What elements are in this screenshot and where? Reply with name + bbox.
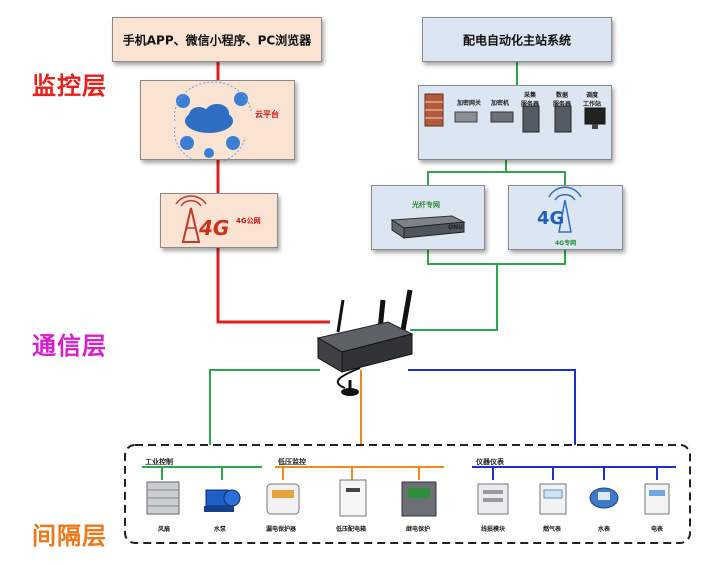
green-link-line [209, 369, 320, 445]
master-equipment-icons [424, 93, 606, 133]
master-item-label: 加密机 [491, 100, 510, 107]
gas-meter-icon [539, 483, 567, 515]
cloud-platform-label: 云平台 [255, 110, 279, 119]
collection-server-icon [522, 105, 540, 133]
device-label: 线损模块 [481, 526, 506, 533]
master-equipment-box: 加密网关 加密机 采集 服务器 数据 服务器 调度 工作站 [418, 85, 612, 160]
master-item-label: 采集 服务器 [521, 92, 540, 108]
encryption-gateway-icon [454, 111, 478, 123]
private-4g-signal-icon [548, 186, 582, 233]
onu-label: ONU [448, 224, 463, 231]
pump-icon [204, 489, 241, 512]
blue-link-line [408, 369, 576, 445]
data-server-icon [554, 105, 572, 133]
fiber-network-label: 光纤专网 [412, 201, 440, 209]
water-meter-icon [589, 487, 619, 509]
distribution-box-icon [339, 479, 367, 517]
master-system-label: 配电自动化主站系统 [462, 33, 571, 47]
cloud-network-icon [174, 81, 252, 161]
fan-icon [146, 481, 180, 515]
device-label: 低压配电箱 [336, 526, 367, 533]
comm-layer-label: 通信层 [32, 332, 107, 360]
green-link-line [427, 160, 507, 185]
encryption-machine-icon [490, 111, 514, 123]
fiber-network-box: 光纤专网 ONU [371, 185, 485, 250]
leakage-protector-icon [266, 483, 300, 515]
device-label: 水泵 [214, 526, 227, 533]
private-4g-label: 4G专网 [555, 240, 577, 247]
relay-protection-icon [401, 481, 437, 517]
client-apps-box: 手机APP、微信小程序、PC浏览器 [112, 17, 322, 62]
master-item-label: 调度 工作站 [583, 92, 602, 108]
low-voltage-group-label: 低压监控 [278, 458, 306, 466]
master-item-label: 加密网关 [457, 100, 482, 107]
bay-layer-boundary [124, 444, 691, 544]
device-label: 风扇 [158, 526, 171, 533]
device-label: 电表 [651, 526, 664, 533]
cloud-platform-box: 云平台 [140, 80, 295, 161]
line-loss-module-icon [477, 483, 509, 515]
device-label: 燃气表 [543, 526, 562, 533]
master-item-label: 数据 服务器 [553, 92, 572, 108]
green-link-line [410, 264, 498, 331]
public-4g-logo: 4G [199, 216, 230, 240]
monitor-layer-label: 监控层 [32, 72, 107, 100]
meters-group-label: 仪器仪表 [476, 458, 504, 466]
cell-tower-icon [175, 195, 207, 243]
green-link-line [506, 171, 566, 185]
device-label: 漏电保护器 [266, 526, 297, 533]
onu-device-icon [390, 215, 466, 239]
public-4g-box: 4G 4G公网 [160, 193, 278, 248]
device-label: 水表 [598, 526, 611, 533]
public-4g-label: 4G公网 [236, 217, 261, 225]
private-4g-box: 4G 4G专网 [508, 185, 623, 250]
client-apps-label: 手机APP、微信小程序、PC浏览器 [122, 33, 312, 47]
bay-layer-label: 间隔层 [32, 522, 107, 550]
industrial-group-label: 工业控制 [145, 458, 173, 466]
electricity-meter-icon [644, 483, 670, 515]
master-system-box: 配电自动化主站系统 [422, 17, 612, 62]
device-label: 继电保护 [406, 526, 431, 533]
red-link-line [216, 248, 330, 324]
private-4g-logo: 4G [537, 208, 565, 229]
